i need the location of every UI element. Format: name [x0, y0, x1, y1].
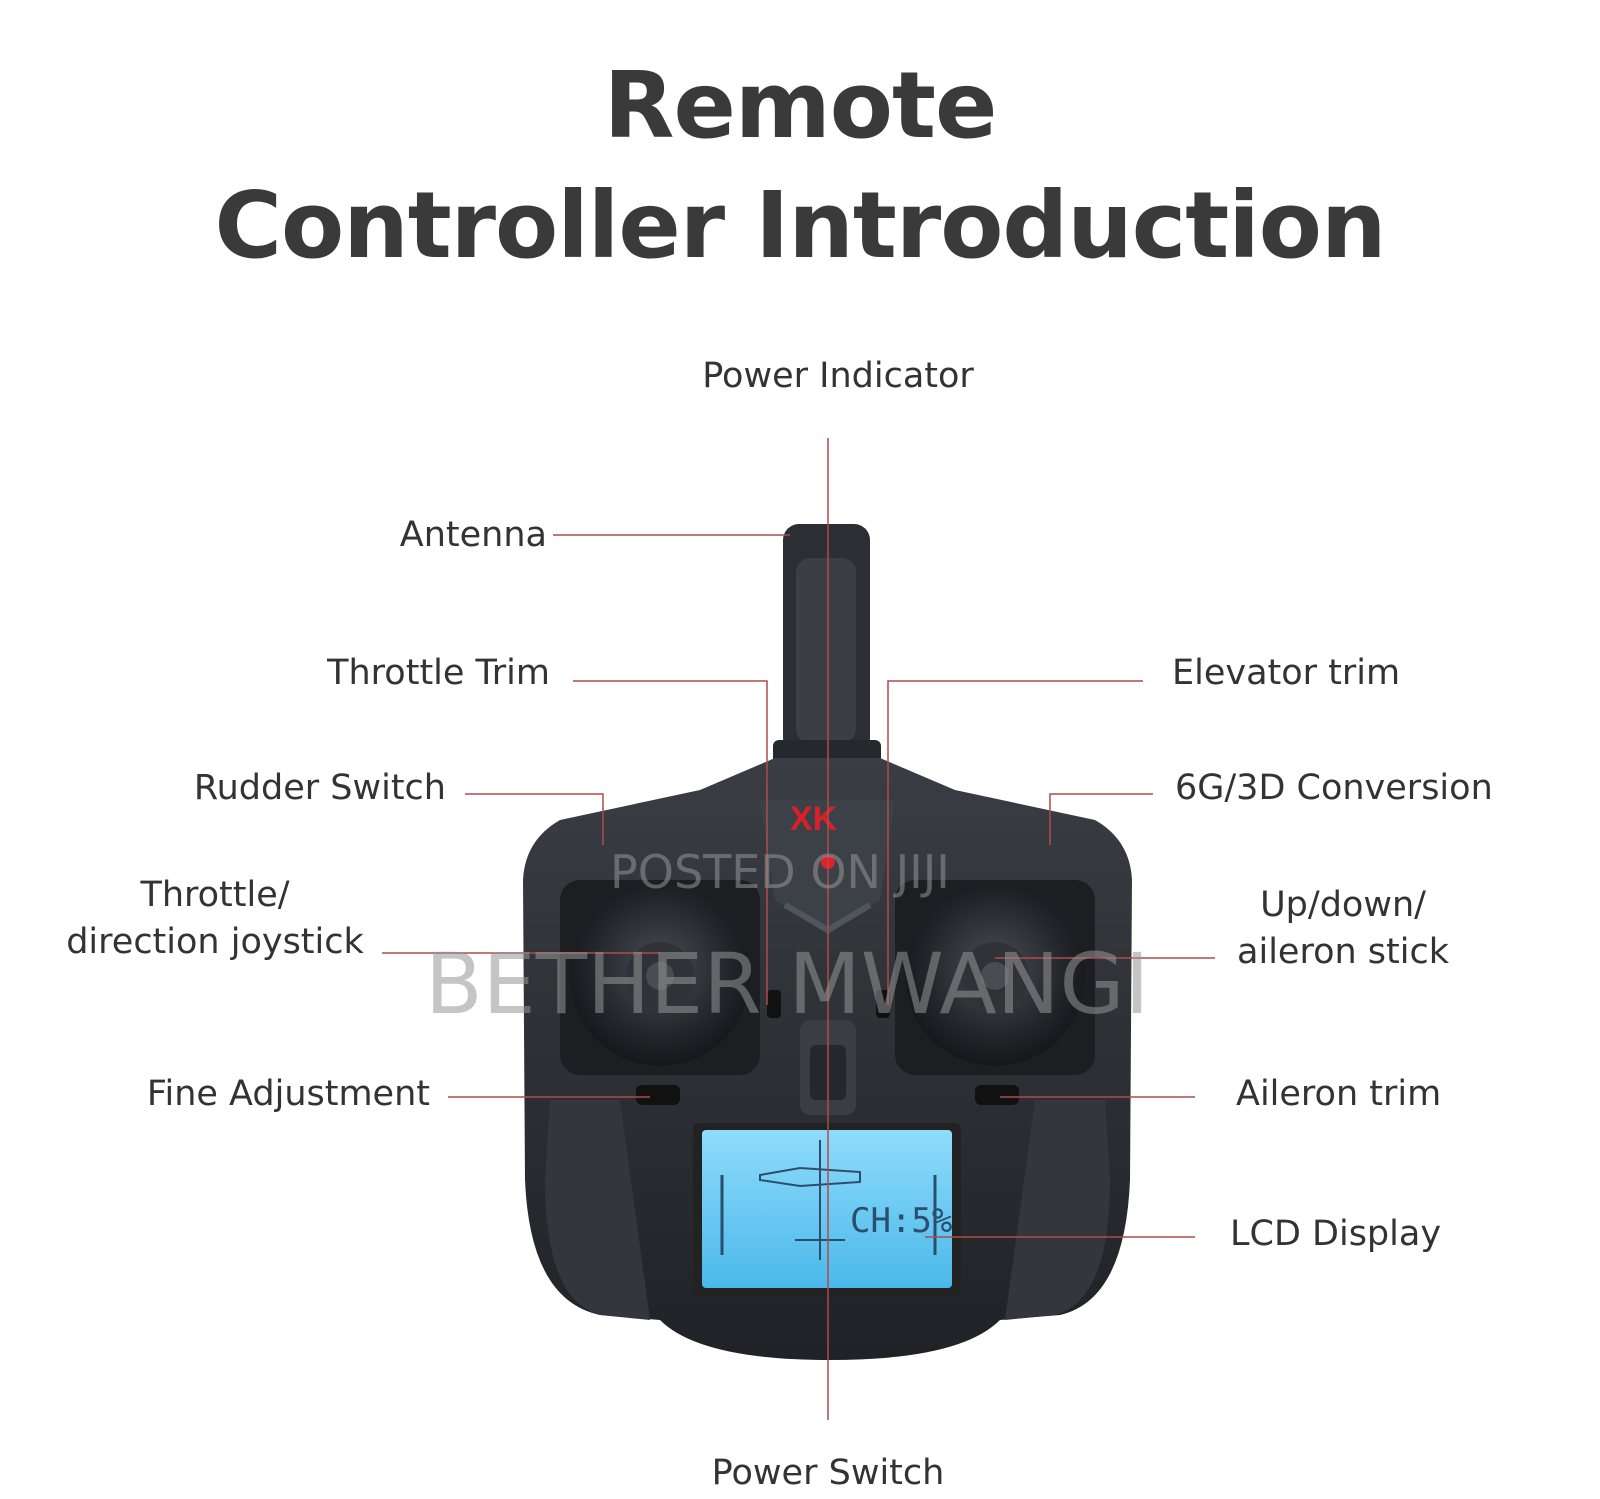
throttle-trim-switch — [767, 990, 781, 1018]
label-power-switch: Power Switch — [711, 1453, 945, 1493]
title-line-2: Controller Introduction — [214, 172, 1386, 279]
brand-logo: XK — [790, 800, 838, 838]
lcd-screen: CH:5% — [693, 1123, 961, 1295]
label-aileron-trim: Aileron trim — [1236, 1074, 1442, 1114]
leader-lines — [382, 438, 1215, 1420]
right-stick-housing — [895, 880, 1095, 1075]
elevator-trim-switch — [876, 990, 890, 1018]
label-power-indicator: Power Indicator — [702, 356, 974, 396]
label-6g3d-conversion: 6G/3D Conversion — [1175, 768, 1493, 808]
label-fine-adjustment: Fine Adjustment — [146, 1074, 430, 1114]
lcd-readout: CH:5% — [850, 1201, 952, 1241]
label-throttle-joystick-line1: Throttle/ — [140, 875, 290, 915]
label-elevator-trim: Elevator trim — [1172, 653, 1401, 693]
label-throttle-joystick-line2: direction joystick — [66, 922, 364, 963]
left-trim-switch — [636, 1085, 680, 1105]
label-throttle-joystick: Throttle/ direction joystick — [60, 872, 370, 967]
right-trim-switch — [975, 1085, 1019, 1105]
label-aileron-stick: Up/down/ aileron stick — [1218, 882, 1468, 977]
label-aileron-stick-line1: Up/down/ — [1260, 885, 1426, 925]
label-throttle-trim: Throttle Trim — [327, 653, 550, 693]
label-aileron-stick-line2: aileron stick — [1237, 932, 1449, 973]
title-line-1: Remote — [603, 52, 998, 159]
label-lcd-display: LCD Display — [1230, 1214, 1442, 1254]
label-antenna: Antenna — [399, 515, 547, 555]
label-rudder-switch: Rudder Switch — [193, 768, 446, 808]
left-stick-housing — [560, 880, 760, 1075]
antenna-part — [773, 524, 881, 766]
